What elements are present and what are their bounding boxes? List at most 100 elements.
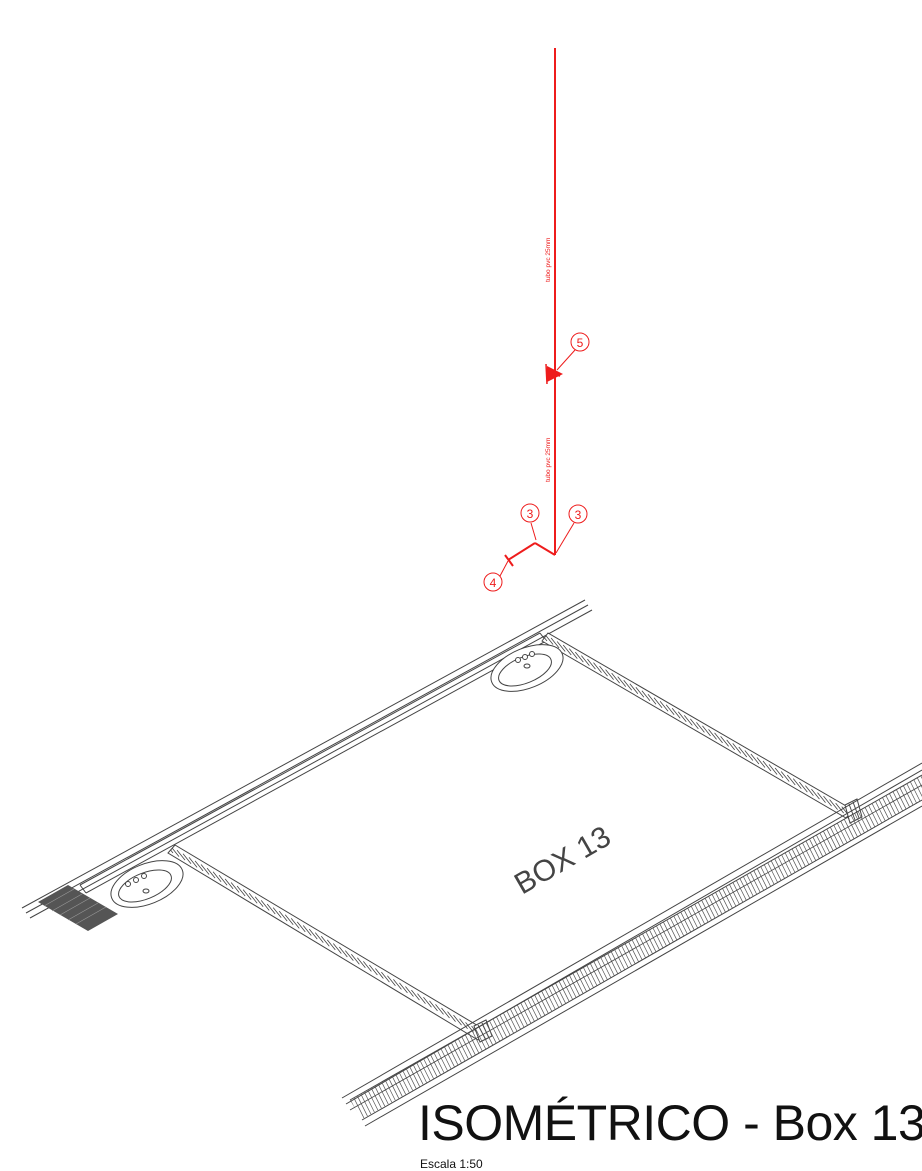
hatch-line <box>556 977 570 1002</box>
hatch-line <box>665 704 675 716</box>
hatch-line <box>535 989 549 1014</box>
callout-markers: 5 3 3 4 <box>483 332 590 592</box>
hatch-line <box>438 1044 452 1069</box>
hatch-line <box>591 957 605 982</box>
hatch-line <box>775 852 789 878</box>
hatch-line <box>683 715 693 726</box>
hatch-line <box>848 811 862 836</box>
hatch-line <box>549 981 563 1006</box>
hatch-line <box>779 850 793 876</box>
hatch-line <box>661 918 674 943</box>
hatch-line <box>741 872 754 897</box>
hatch-line <box>248 892 258 904</box>
hatch-line <box>605 949 619 974</box>
hatch-line <box>702 725 711 737</box>
hatch-line <box>556 641 566 652</box>
hatch-line <box>358 1089 372 1115</box>
hatch-line <box>664 916 678 941</box>
hatch-line <box>393 979 402 990</box>
hatch-line <box>357 957 366 969</box>
hatch-line <box>212 871 222 882</box>
hatch-line <box>490 1014 504 1040</box>
water-pipe <box>504 48 563 567</box>
hatch-line <box>532 991 546 1016</box>
hatch-line <box>455 1034 469 1059</box>
hatch-line <box>382 1076 396 1101</box>
hatch-line <box>756 757 766 768</box>
hatch-line <box>473 1024 486 1050</box>
hatch-line <box>723 882 737 907</box>
hatch-line <box>708 729 717 740</box>
hatch-line <box>782 848 796 874</box>
hatch-line <box>623 679 633 691</box>
hatch-line <box>824 825 838 850</box>
hatch-line <box>762 760 772 772</box>
hatch-line <box>351 953 360 965</box>
hatch-line <box>372 1082 386 1107</box>
hatch-line <box>657 920 671 945</box>
hatch-line <box>459 1018 468 1030</box>
hatch-line <box>417 993 426 1004</box>
hatch-line <box>671 708 681 719</box>
hatch-line <box>518 999 532 1024</box>
hatch-line <box>647 925 660 951</box>
hatch-line <box>821 827 834 852</box>
hatch-line <box>831 821 845 846</box>
hatch-line <box>194 860 204 872</box>
hatch-line <box>407 1062 420 1087</box>
hatch-line <box>599 665 608 677</box>
hatch-line <box>546 983 560 1008</box>
hatch-line <box>176 849 186 861</box>
hatch-line <box>713 888 726 913</box>
hatch-line <box>828 823 841 848</box>
hatch-line <box>400 1066 413 1091</box>
hatch-line <box>805 785 814 796</box>
hatch-line <box>550 637 560 649</box>
hatch-line <box>206 867 216 879</box>
hatch-line <box>668 914 681 939</box>
hatch-line <box>405 986 414 997</box>
hatch-line <box>381 971 390 983</box>
hatch-line <box>734 876 747 901</box>
hatch-line <box>459 1032 473 1057</box>
hatch-line <box>908 777 921 803</box>
sink-top <box>490 644 564 692</box>
hatch-line <box>688 902 702 927</box>
drawing-title: ISOMÉTRICO - Box 13 <box>418 1095 922 1151</box>
hatch-line <box>574 967 587 992</box>
hatch-line <box>716 886 730 911</box>
hatch-line <box>641 690 651 701</box>
callout-3-left: 3 <box>520 503 540 541</box>
hatch-line <box>897 783 911 808</box>
hatch-line <box>755 864 768 889</box>
hatch-line <box>811 788 820 800</box>
hatch-line <box>807 835 820 860</box>
hatch-line <box>445 1040 459 1065</box>
hatch-line <box>410 1060 424 1085</box>
hatch-line <box>829 799 838 810</box>
hatch-line <box>188 857 198 868</box>
hatch-line <box>290 918 300 929</box>
hatch-line <box>355 1091 368 1117</box>
hatch-line <box>852 809 866 834</box>
hatch-line <box>765 858 779 884</box>
wall-end-block <box>38 885 118 931</box>
hatch-line <box>810 833 824 858</box>
hatch-line <box>659 701 669 712</box>
hatch-line <box>750 753 760 765</box>
hatch-line <box>431 1048 445 1073</box>
drawing-scale: Escala 1:50 <box>420 1157 483 1171</box>
hatch-line <box>859 805 873 830</box>
hatch-line <box>428 1050 441 1075</box>
hatch-line <box>375 968 384 979</box>
hatch-line <box>272 907 282 918</box>
right-partition <box>541 632 854 819</box>
hatch-line <box>626 937 640 963</box>
hatch-line <box>236 885 246 897</box>
hatch-line <box>817 829 831 854</box>
hatch-line <box>677 711 687 723</box>
hatch-line <box>622 939 636 965</box>
hatch-line <box>411 989 420 1001</box>
hatch-line <box>789 844 803 870</box>
